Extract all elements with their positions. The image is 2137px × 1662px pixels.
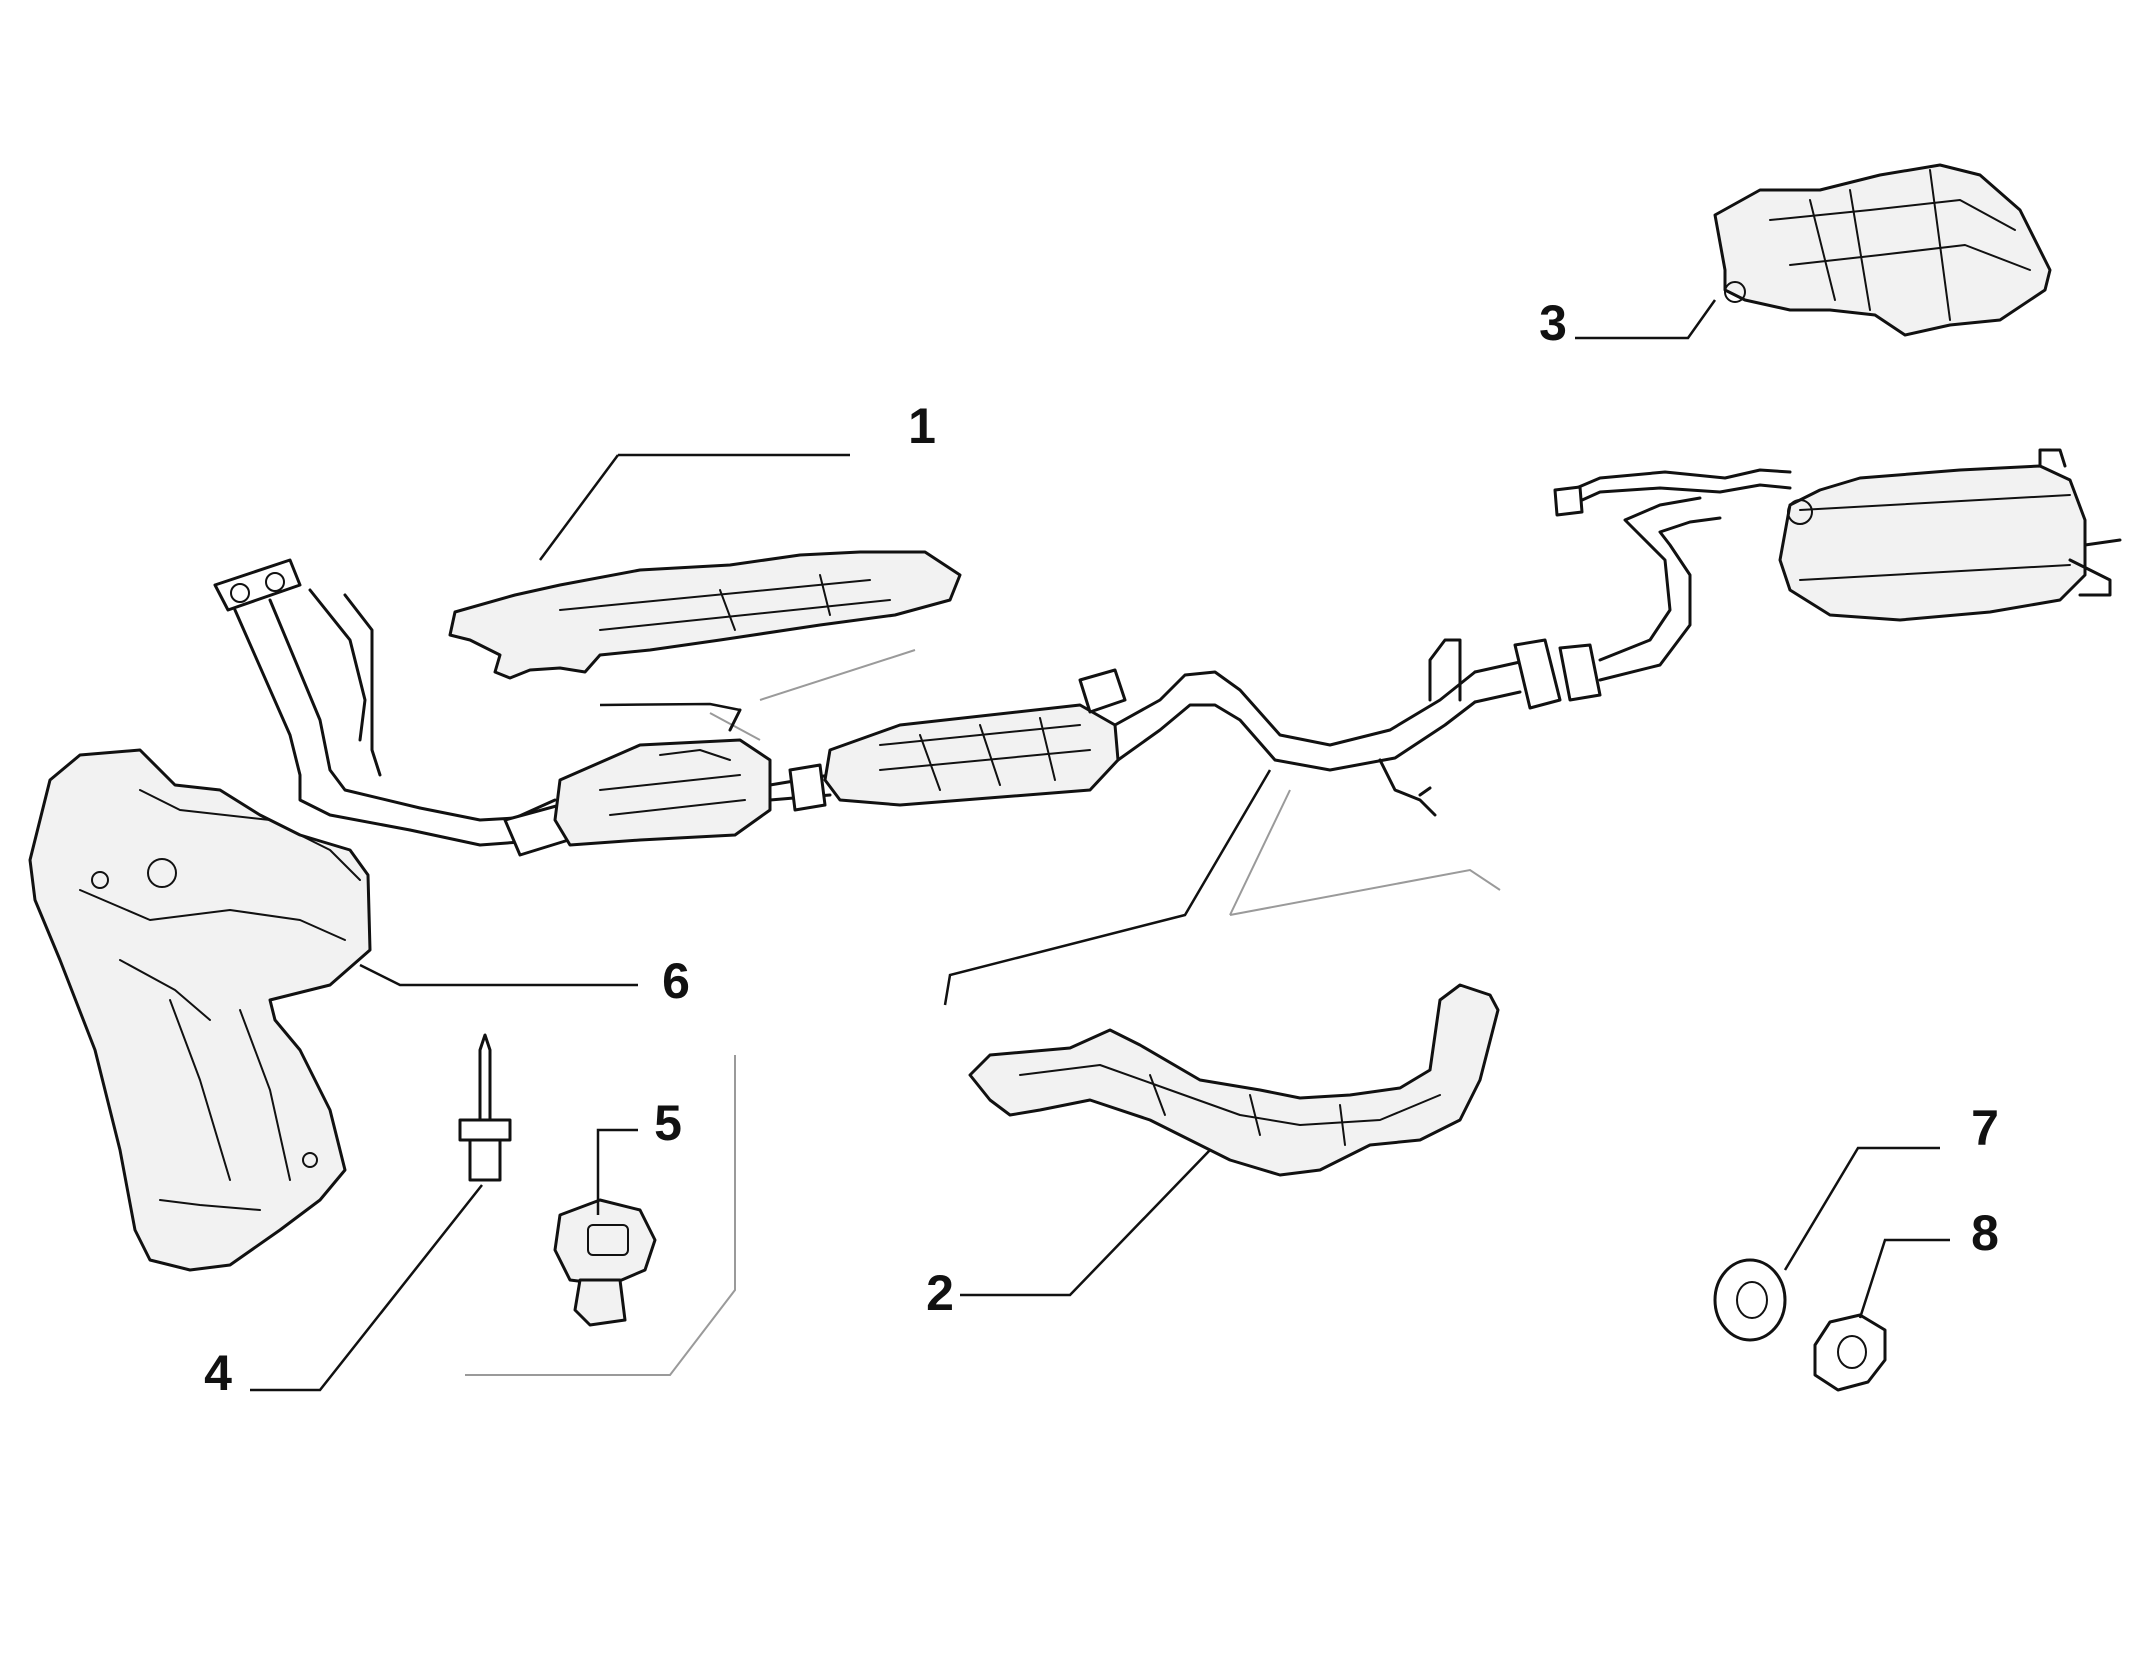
callout-8: 8: [1971, 1205, 1999, 1261]
rubber-hanger-5: [465, 1055, 736, 1376]
nut-8: [1813, 1238, 1950, 1392]
callout-3: 3: [1539, 295, 1567, 351]
callout-1: 1: [908, 398, 936, 454]
callout-5: 5: [654, 1095, 682, 1151]
heat-shield-1: [448, 453, 962, 732]
callout-2: 2: [926, 1265, 954, 1321]
washer-7: [1713, 1146, 1940, 1342]
callout-7: 7: [1971, 1100, 1999, 1156]
heat-shield-3: [1575, 163, 2052, 340]
exhaust-pipe-assembly: [213, 448, 2122, 857]
callout-4: 4: [204, 1345, 232, 1401]
callout-6: 6: [662, 953, 690, 1009]
guide-lines: [709, 649, 1501, 916]
heat-shield-2: [943, 769, 1500, 1297]
heat-shield-6: [28, 748, 638, 1272]
stud-4: [250, 1033, 512, 1392]
